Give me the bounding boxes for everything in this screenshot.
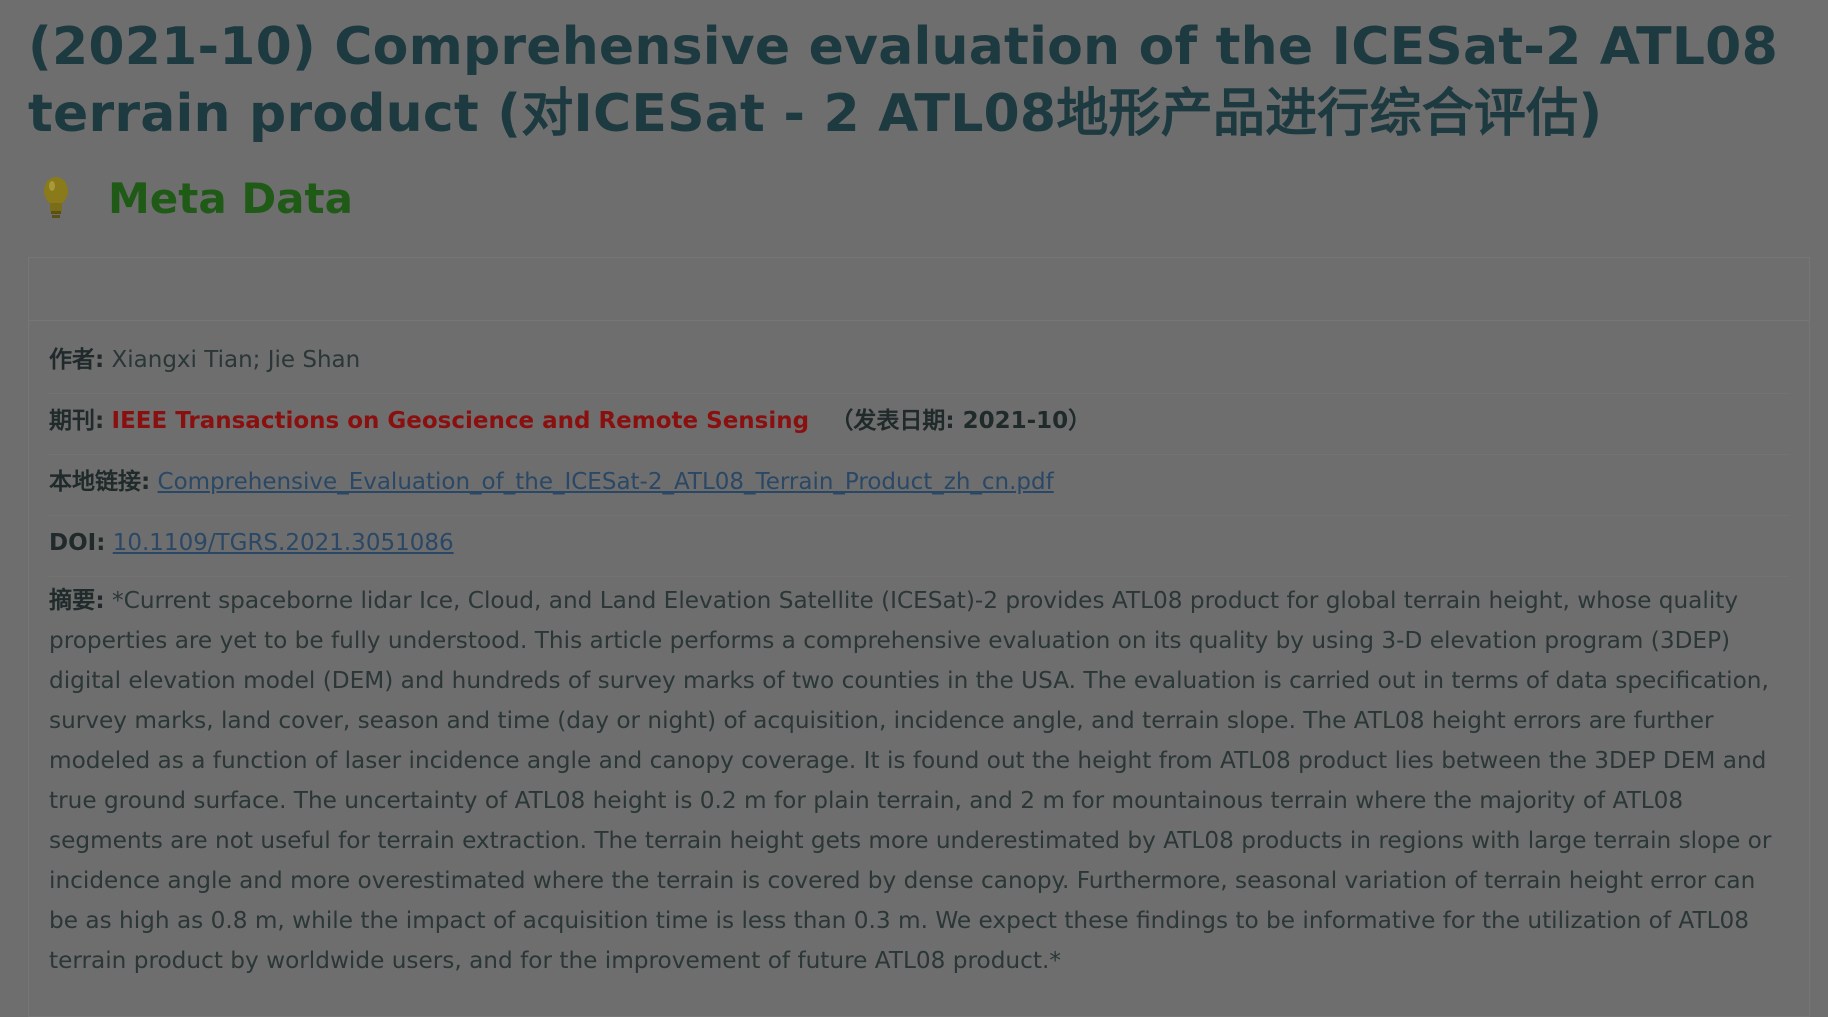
meta-data-heading: Meta Data — [28, 170, 1800, 226]
journal-value: IEEE Transactions on Geoscience and Remo… — [111, 408, 810, 434]
authors-row: 作者: Xiangxi Tian; Jie Shan — [49, 333, 1789, 394]
local-link-row: 本地链接: Comprehensive_Evaluation_of_the_IC… — [49, 455, 1789, 516]
local-pdf-link[interactable]: Comprehensive_Evaluation_of_the_ICESat-2… — [157, 469, 1054, 495]
journal-label: 期刊: — [49, 408, 105, 434]
publication-date: （发表日期: 2021-10） — [830, 408, 1092, 434]
doi-label: DOI: — [49, 530, 106, 556]
local-link-label: 本地链接: — [49, 469, 151, 495]
metadata-panel: 作者: Xiangxi Tian; Jie Shan 期刊: IEEE Tran… — [28, 257, 1810, 1017]
panel-header — [29, 258, 1809, 321]
doi-link[interactable]: 10.1109/TGRS.2021.3051086 — [112, 530, 454, 556]
abstract-row: 摘要: *Current spaceborne lidar Ice, Cloud… — [49, 577, 1789, 995]
journal-row: 期刊: IEEE Transactions on Geoscience and … — [49, 394, 1789, 455]
meta-data-title: Meta Data — [108, 173, 353, 223]
authors-label: 作者: — [49, 347, 105, 373]
abstract-text: *Current spaceborne lidar Ice, Cloud, an… — [49, 587, 1772, 974]
authors-value: Xiangxi Tian; Jie Shan — [111, 347, 361, 373]
page: (2021-10) Comprehensive evaluation of th… — [28, 17, 1800, 226]
page-title: (2021-10) Comprehensive evaluation of th… — [28, 17, 1778, 144]
doi-row: DOI: 10.1109/TGRS.2021.3051086 — [49, 516, 1789, 577]
panel-body: 作者: Xiangxi Tian; Jie Shan 期刊: IEEE Tran… — [29, 321, 1809, 995]
lightbulb-icon — [34, 173, 78, 223]
abstract-label: 摘要: — [49, 587, 105, 614]
